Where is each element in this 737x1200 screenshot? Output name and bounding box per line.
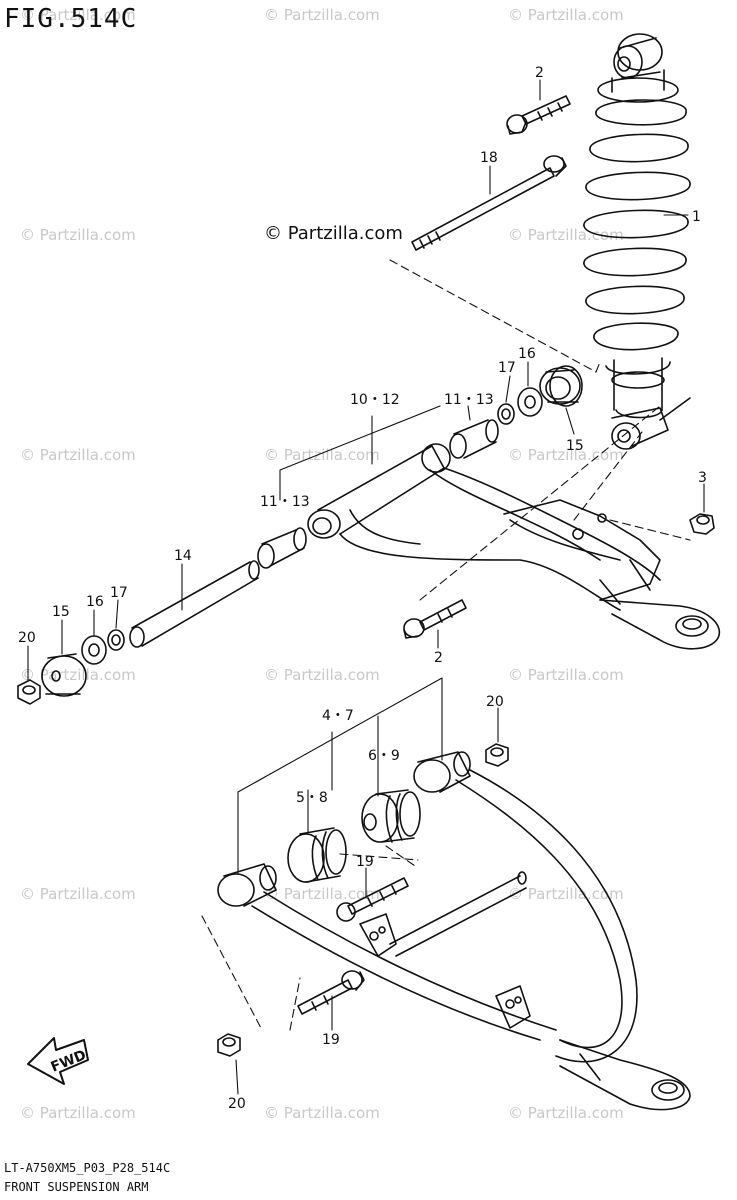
fwd-arrow-icon: FWD: [27, 1037, 89, 1085]
watermark: © Partzilla.com: [20, 6, 136, 24]
watermark: © Partzilla.com: [508, 6, 624, 24]
nut-3[interactable]: [689, 513, 715, 535]
watermark: © Partzilla.com: [508, 666, 624, 684]
bolt-top[interactable]: [506, 95, 571, 135]
left-bushing-set[interactable]: [17, 527, 307, 705]
lower-bushings[interactable]: [287, 789, 421, 883]
callout-18: 18: [480, 150, 498, 166]
watermark: © Partzilla.com: [264, 666, 380, 684]
callout-19: 19: [322, 1032, 340, 1048]
bolt-lower[interactable]: [403, 599, 467, 639]
callout-16: 16: [518, 346, 536, 362]
callout-20: 20: [486, 694, 504, 710]
callout-20: 20: [228, 1096, 246, 1112]
callout-numbers: 1 2 2 3 4・7 5・8 6・9 10・12 11・13 11・13 14…: [18, 65, 707, 1112]
callout-2: 2: [434, 650, 443, 666]
watermark: © Partzilla.com: [508, 1104, 624, 1122]
figure-title: FIG.514C: [4, 4, 138, 34]
brand-label: © Partzilla.com: [264, 223, 403, 244]
nuts-20-lower[interactable]: [217, 743, 509, 1057]
watermark: © Partzilla.com: [264, 6, 380, 24]
watermark: © Partzilla.com: [20, 226, 136, 244]
callout-6-9: 6・9: [368, 748, 400, 764]
watermark: © Partzilla.com: [20, 666, 136, 684]
watermark: © Partzilla.com: [264, 1104, 380, 1122]
callout-3: 3: [698, 470, 707, 486]
watermark: © Partzilla.com: [264, 446, 380, 464]
watermark: © Partzilla.com: [508, 226, 624, 244]
callout-17: 17: [110, 585, 128, 601]
callout-14: 14: [174, 548, 192, 564]
callout-5-8: 5・8: [296, 790, 328, 806]
fwd-label: FWD: [49, 1047, 89, 1076]
long-bolt[interactable]: [411, 155, 567, 251]
callout-2: 2: [535, 65, 544, 81]
watermark: © Partzilla.com: [20, 446, 136, 464]
watermark: © Partzilla.com: [264, 885, 380, 903]
callout-1: 1: [692, 209, 701, 225]
callout-20: 20: [18, 630, 36, 646]
bolts-19[interactable]: [297, 877, 409, 1015]
callout-17: 17: [498, 360, 516, 376]
callout-10-12: 10・12: [350, 392, 400, 408]
upper-control-arm[interactable]: [307, 443, 721, 650]
watermark: © Partzilla.com: [20, 885, 136, 903]
leader-lines: [27, 79, 705, 1095]
callout-11-13: 11・13: [260, 494, 310, 510]
figure-caption: FRONT SUSPENSION ARM: [4, 1180, 149, 1194]
watermark: © Partzilla.com: [508, 885, 624, 903]
callout-16: 16: [86, 594, 104, 610]
lower-control-arm[interactable]: [217, 751, 691, 1111]
figure-code: LT-A750XM5_P03_P28_514C: [4, 1161, 171, 1175]
callout-11-13: 11・13: [444, 392, 494, 408]
callout-19: 19: [356, 854, 374, 870]
callout-15: 15: [52, 604, 70, 620]
shock-absorber[interactable]: [583, 33, 691, 450]
callout-4-7: 4・7: [322, 708, 354, 724]
watermark: © Partzilla.com: [20, 1104, 136, 1122]
watermark: © Partzilla.com: [508, 446, 624, 464]
callout-15: 15: [566, 438, 584, 454]
upper-right-bushing-set[interactable]: [449, 365, 583, 459]
